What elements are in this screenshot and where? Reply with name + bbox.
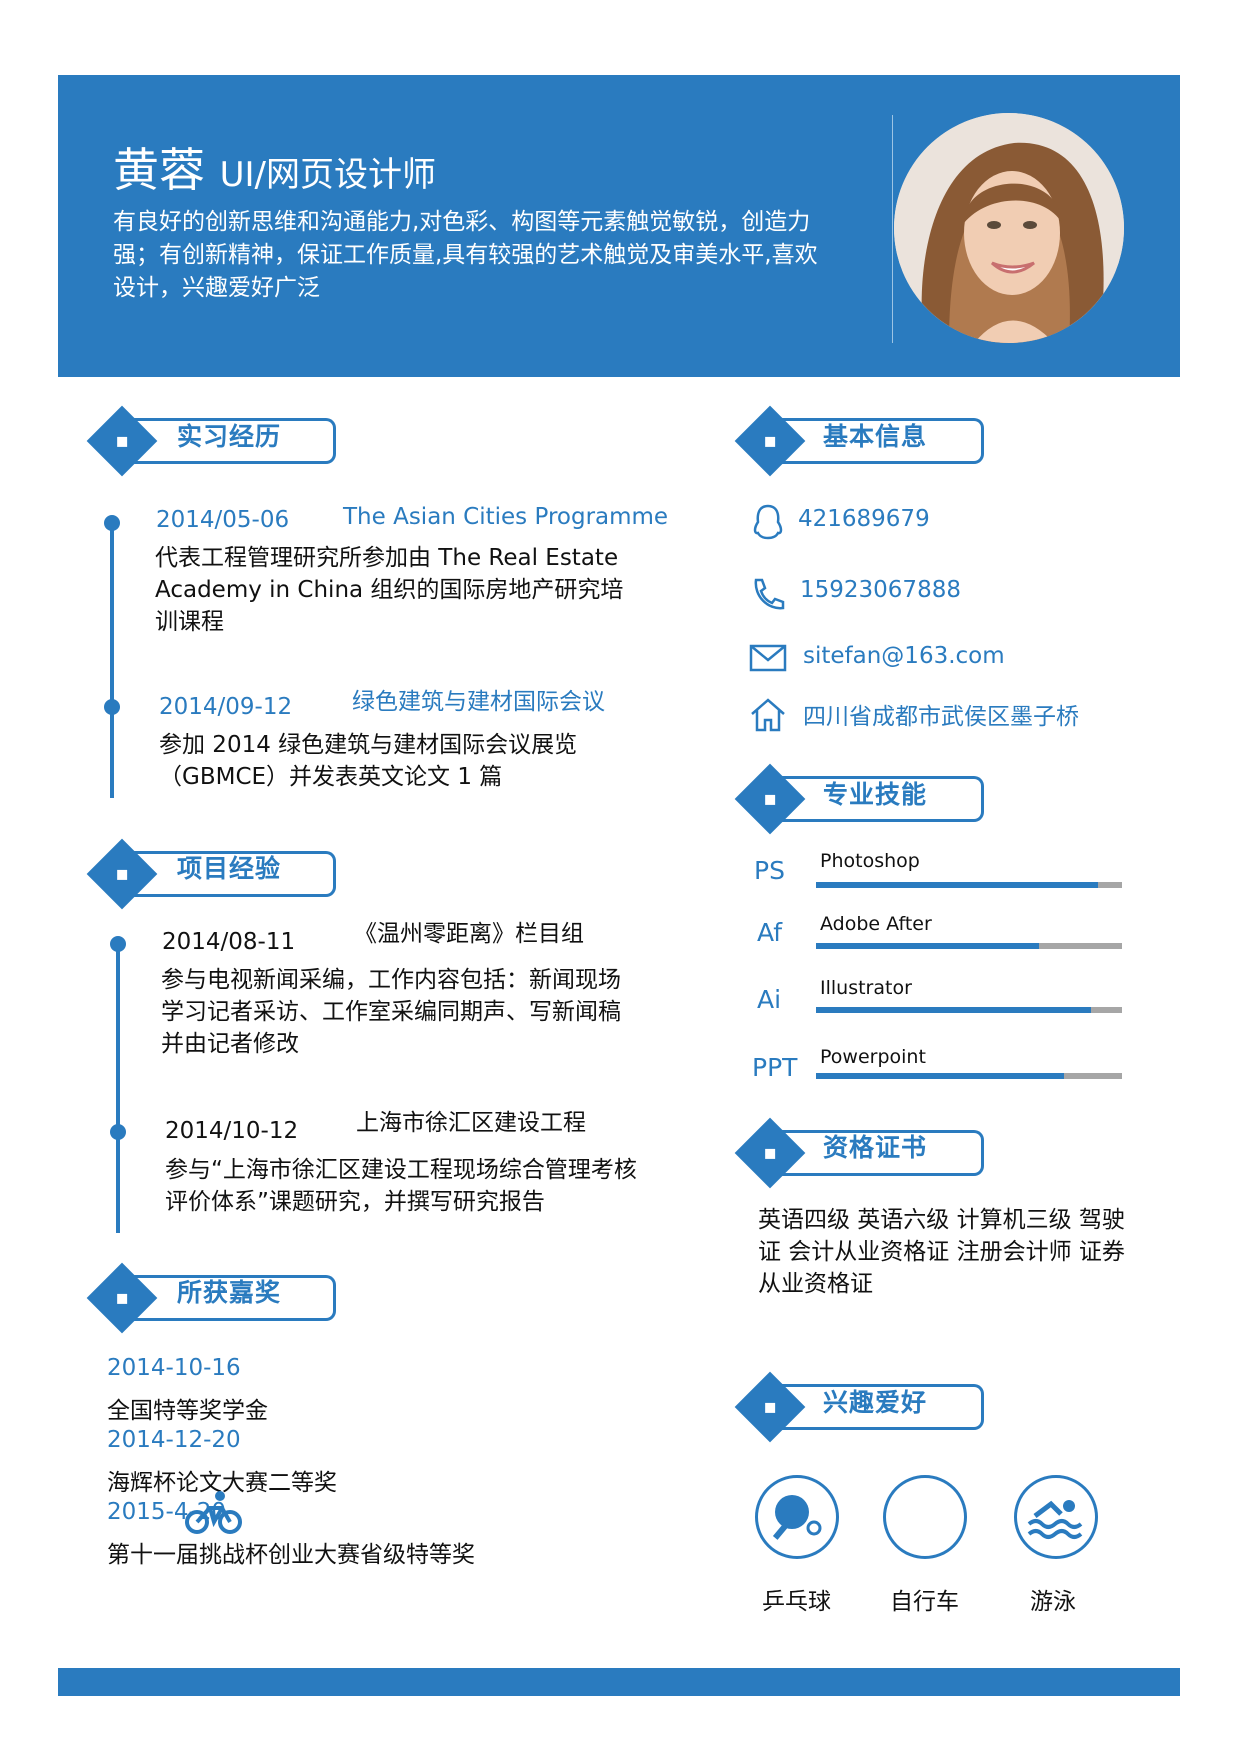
internship-org: 绿色建筑与建材国际会议	[352, 689, 605, 715]
certificate-list: 英语四级 英语六级 计算机三级 驾驶证 会计从业资格证 注册会计师 证券从业资格…	[758, 1207, 1125, 1297]
timeline-line	[110, 523, 114, 798]
section-header-frame	[112, 851, 336, 897]
section-header-frame	[760, 1130, 984, 1176]
section-header-frame	[112, 418, 336, 464]
swimming-icon	[1027, 1500, 1083, 1539]
address: 四川省成都市武侯区墨子桥	[803, 704, 1079, 730]
section-title-basic-info: 基本信息	[823, 422, 928, 451]
award-date: 2014-10-16	[107, 1355, 241, 1381]
certificate-icon: ▪	[763, 1140, 777, 1164]
timeline-dot	[110, 936, 126, 952]
qq-number: 421689679	[798, 506, 930, 532]
hobby-ping-pong	[755, 1475, 839, 1559]
bicycle-icon	[185, 1491, 242, 1534]
heart-icon: ▪	[763, 1394, 777, 1418]
section-header-frame	[760, 776, 984, 822]
skill-bar	[816, 1073, 1122, 1079]
section-title-hobbies: 兴趣爱好	[823, 1388, 928, 1417]
project-desc: 参与“上海市徐汇区建设工程现场综合管理考核评价体系”课题研究，并撰写研究报告	[165, 1157, 637, 1215]
section-header-frame	[760, 418, 984, 464]
section-title-awards: 所获嘉奖	[177, 1278, 282, 1307]
hobby-swimming	[1014, 1475, 1098, 1559]
skill-abbr: Ai	[757, 985, 782, 1014]
timeline-dot	[104, 699, 120, 715]
hobby-label: 游泳	[1030, 1589, 1076, 1615]
timeline-dot	[110, 1124, 126, 1140]
footer-bar	[58, 1668, 1180, 1696]
skill-bar	[816, 882, 1122, 888]
hobby-label: 自行车	[890, 1589, 959, 1615]
avatar	[894, 113, 1124, 343]
skill-abbr: PPT	[752, 1053, 798, 1082]
header-divider	[892, 115, 893, 343]
project-date: 2014/10-12	[165, 1118, 299, 1144]
award-text: 全国特等奖学金	[107, 1398, 268, 1424]
project-date: 2014/08-11	[162, 929, 296, 955]
ping-pong-icon	[772, 1495, 822, 1540]
section-title-projects: 项目经验	[177, 854, 282, 883]
phone-icon	[754, 578, 785, 610]
profile-name-line: 黄蓉 UI/网页设计师	[113, 142, 436, 203]
skill-abbr: PS	[754, 856, 785, 885]
project-org: 上海市徐汇区建设工程	[356, 1110, 586, 1136]
tools-icon: ▪	[763, 786, 777, 810]
skill-bar-fill	[816, 882, 1098, 888]
award-date: 2014-12-20	[107, 1427, 241, 1453]
skill-name: Photoshop	[820, 850, 920, 872]
profile-name: 黄蓉	[113, 143, 205, 197]
home-icon	[751, 698, 785, 732]
project-icon: ▪	[115, 861, 129, 885]
timeline-line	[116, 945, 120, 1233]
skill-name: Adobe After	[820, 913, 932, 935]
skill-bar	[816, 943, 1122, 949]
section-header-frame	[760, 1384, 984, 1430]
internship-date: 2014/09-12	[159, 694, 293, 720]
phone-number: 15923067888	[800, 577, 961, 603]
mail-icon	[749, 644, 787, 672]
project-desc: 参与电视新闻采编，工作内容包括：新闻现场学习记者采访、工作室采编同期声、写新闻稿…	[161, 967, 621, 1057]
profile-summary: 有良好的创新思维和沟通能力,对色彩、构图等元素触觉敏锐，创造力强；有创新精神，保…	[113, 209, 818, 301]
section-header-frame	[112, 1275, 336, 1321]
section-title-certificates: 资格证书	[823, 1133, 928, 1162]
hobby-label: 乒乓球	[762, 1589, 831, 1615]
qq-icon	[753, 504, 783, 540]
skill-bar	[816, 1007, 1122, 1013]
skill-bar-fill	[816, 1073, 1064, 1079]
skill-bar-fill	[816, 943, 1040, 949]
hobby-bicycle	[883, 1475, 967, 1559]
internship-date: 2014/05-06	[156, 507, 290, 533]
award-text: 第十一届挑战杯创业大赛省级特等奖	[107, 1542, 475, 1568]
trophy-icon: ▪	[115, 1285, 129, 1309]
internship-desc: 参加 2014 绿色建筑与建材国际会议展览（GBMCE）并发表英文论文 1 篇	[159, 732, 578, 790]
internship-org: The Asian Cities Programme	[343, 504, 669, 530]
section-title-skills: 专业技能	[823, 780, 928, 809]
email-address: sitefan@163.com	[803, 643, 1005, 669]
skill-name: Powerpoint	[820, 1046, 926, 1068]
timeline-dot	[104, 515, 120, 531]
internship-desc: 代表工程管理研究所参加由 The Real Estate Academy in …	[155, 545, 624, 635]
skill-name: Illustrator	[820, 977, 912, 999]
project-org: 《温州零距离》栏目组	[354, 921, 584, 947]
skill-bar-fill	[816, 1007, 1092, 1013]
skill-abbr: Af	[757, 918, 783, 947]
profile-role: UI/网页设计师	[219, 155, 436, 195]
user-icon: ▪	[763, 428, 777, 452]
briefcase-icon: ▪	[115, 428, 129, 452]
section-title-internship: 实习经历	[177, 422, 282, 451]
